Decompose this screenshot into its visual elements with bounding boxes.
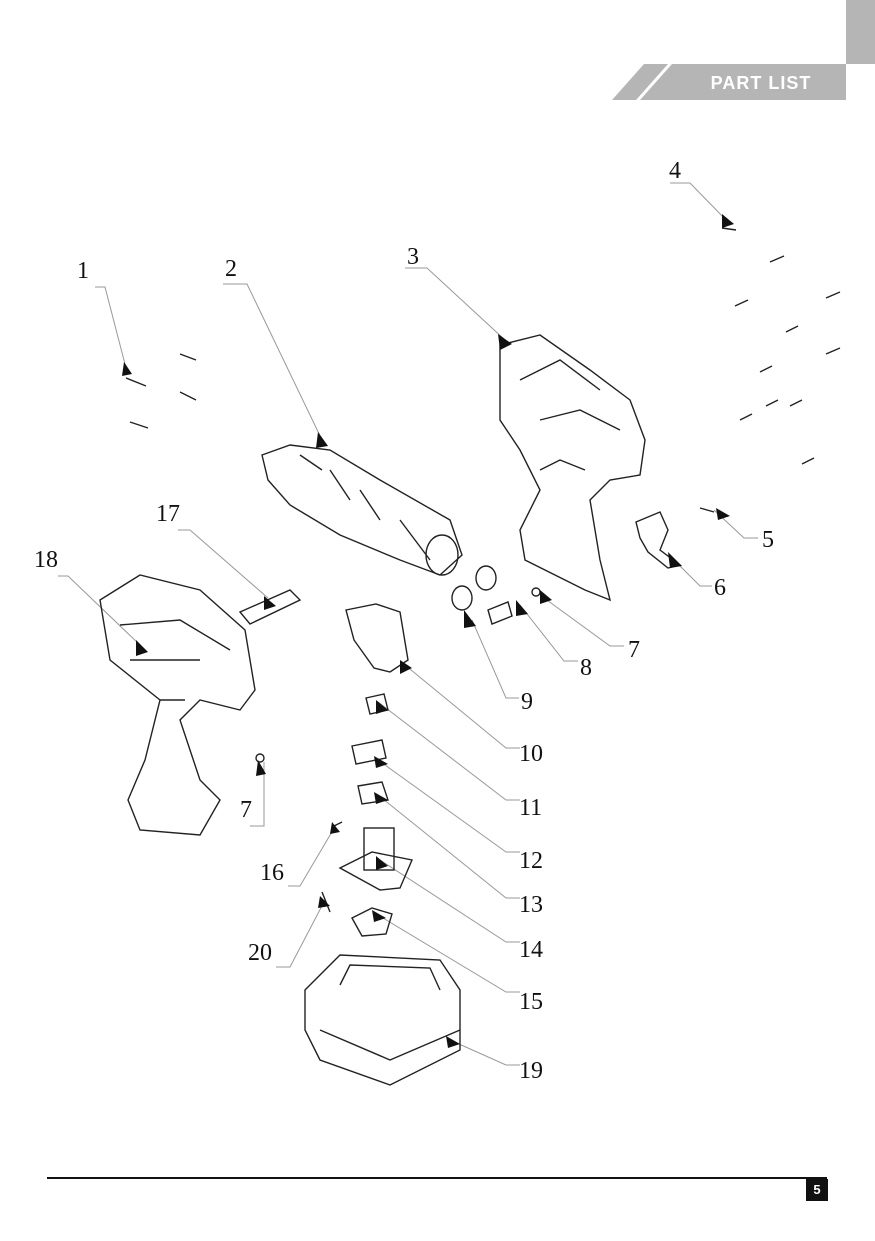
corner-tab [846, 0, 875, 64]
callout-12: 12 [519, 848, 543, 874]
callout-3: 3 [407, 244, 419, 270]
header-band [612, 64, 846, 100]
callout-1: 1 [77, 258, 89, 284]
callout-8: 8 [580, 655, 592, 681]
callout-20: 20 [248, 940, 272, 966]
callout-7-second: 7 [240, 797, 252, 823]
callout-17: 17 [156, 501, 180, 527]
callout-9: 9 [521, 689, 533, 715]
callout-13: 13 [519, 892, 543, 918]
callout-15: 15 [519, 989, 543, 1015]
callout-10: 10 [519, 741, 543, 767]
callout-11: 11 [519, 795, 543, 821]
callout-19: 19 [519, 1058, 543, 1084]
callout-7: 7 [628, 637, 640, 663]
footer-rule [47, 1177, 827, 1179]
callout-14: 14 [519, 937, 543, 963]
callout-4: 4 [669, 158, 681, 184]
callout-5: 5 [762, 527, 774, 553]
callout-16: 16 [260, 860, 284, 886]
callout-2: 2 [225, 256, 237, 282]
page-title: PART LIST [710, 73, 812, 93]
page-number: 5 [806, 1179, 828, 1201]
callout-6: 6 [714, 575, 726, 601]
callout-18: 18 [34, 547, 58, 573]
